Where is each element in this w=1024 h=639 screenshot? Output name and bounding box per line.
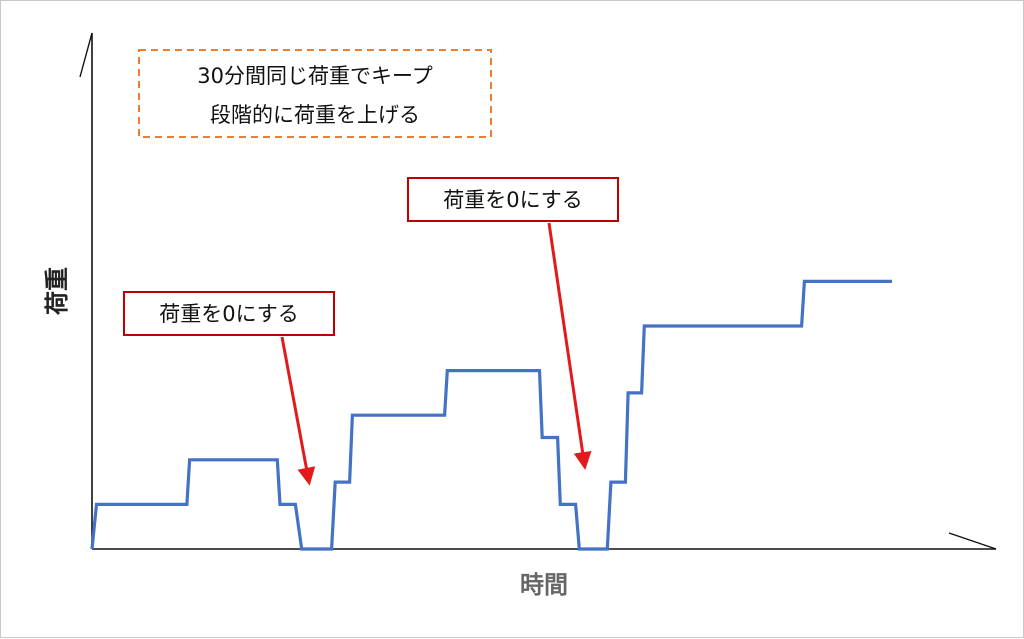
- note-box: [138, 49, 492, 138]
- series-line-load: [90, 279, 892, 551]
- callout-2-text: 荷重を0にする: [443, 188, 583, 212]
- callout-1-text: 荷重を0にする: [159, 302, 299, 326]
- y-axis-tip: [79, 32, 93, 78]
- note-line-2: 段階的に荷重を上げる: [210, 103, 420, 127]
- callout-2-arrow: [547, 222, 592, 471]
- x-axis-title: 時間: [520, 571, 568, 599]
- y-axis-title: 荷重: [43, 267, 71, 315]
- callout-1-box: [123, 291, 335, 336]
- x-axis-tip: [948, 532, 997, 550]
- callout-1-arrow: [280, 336, 316, 486]
- note-line-1: 30分間同じ荷重でキープ: [197, 64, 432, 88]
- callout-2-box: [407, 177, 619, 222]
